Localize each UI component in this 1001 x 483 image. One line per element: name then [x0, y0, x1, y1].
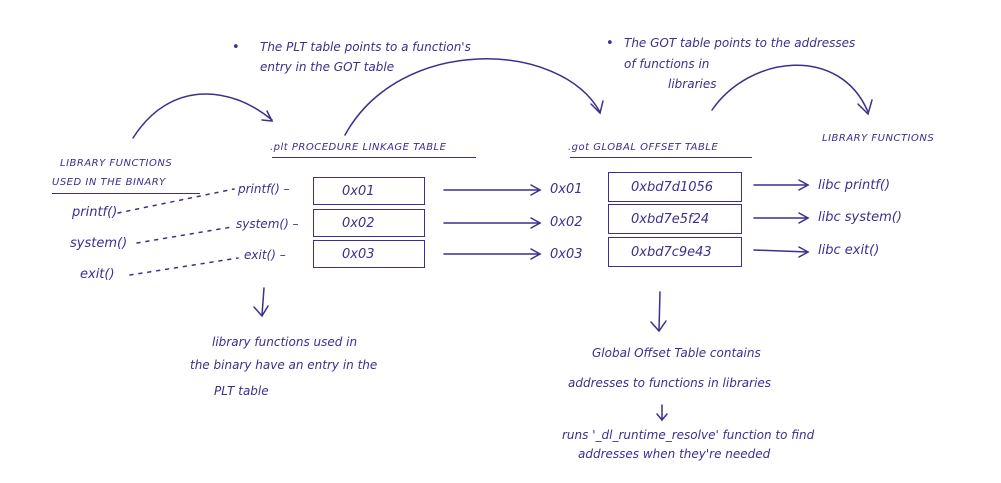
plt-entry-1-value: 0x01 [342, 183, 375, 199]
arrow-plt-to-got [344, 58, 601, 136]
plt-label-printf: printf() – [238, 182, 290, 196]
got-key-2: 0x02 [550, 215, 583, 230]
got-note-line1: Global Offset Table contains [592, 346, 761, 360]
arrow-got-down [658, 291, 661, 331]
arrow-plt-down [261, 287, 265, 316]
plt-note-line1: The PLT table points to a function's [260, 40, 471, 54]
plt-note-line2: entry in the GOT table [260, 60, 395, 74]
arrowhead-got-lib-1 [798, 179, 810, 191]
plt-entry-2-value: 0x02 [342, 215, 375, 231]
arrowhead-got-lib-3 [798, 246, 810, 258]
arrowhead-plt-got-1 [530, 184, 542, 196]
plt-note-line3: PLT table [214, 384, 269, 398]
plt-entry-1: 0x01 [313, 177, 425, 205]
arrowhead-plt-got-2 [530, 217, 542, 229]
arrowhead-plt-down [253, 305, 269, 318]
plt-entry-2: 0x02 [313, 209, 425, 237]
left-heading-line2: USED IN THE BINARY [52, 177, 166, 188]
arrow-got-to-libs [711, 64, 869, 113]
got-note-line2: addresses to functions in libraries [568, 376, 772, 390]
arrowhead-got-down [650, 320, 667, 333]
dotted-printf [117, 188, 235, 214]
got-key-3: 0x03 [550, 247, 583, 262]
arrowhead-got-lib-2 [798, 212, 810, 224]
arrowhead-got-note-down [656, 413, 668, 422]
got-entry-3-address: 0xbd7c9e43 [631, 244, 712, 260]
dotted-system [136, 226, 233, 244]
arrow-lib-to-plt [132, 93, 273, 139]
left-function-printf: printf() [72, 205, 118, 220]
plt-note-bullet: • [232, 40, 240, 55]
left-heading-underline [52, 193, 200, 194]
libs-item-printf: libc printf() [818, 178, 891, 193]
got-entry-1-address: 0xbd7d1056 [631, 179, 714, 195]
arrowhead-plt-to-got [590, 100, 604, 115]
plt-label-system: system() – [236, 217, 299, 231]
plt-title: .plt PROCEDURE LINKAGE TABLE [270, 142, 447, 153]
plt-title-underline [272, 157, 476, 158]
got-note-bullet: • [606, 36, 614, 51]
arrowhead-lib-to-plt [261, 110, 274, 122]
left-function-exit: exit() [80, 267, 115, 282]
arrowhead-plt-got-3 [530, 248, 542, 260]
got-note-line1: The GOT table points to the addresses [624, 36, 856, 50]
plt-entry-3-value: 0x03 [342, 246, 375, 262]
got-title: .got GLOBAL OFFSET TABLE [568, 142, 719, 153]
plt-entry-3: 0x03 [313, 240, 425, 268]
got-entry-2-address: 0xbd7e5f24 [631, 211, 710, 227]
got-note-line4: addresses when they're needed [578, 447, 771, 461]
left-heading-line1: LIBRARY FUNCTIONS [60, 158, 173, 169]
got-note-line3: libraries [668, 77, 717, 91]
plt-note-line1: library functions used in [212, 335, 358, 349]
plt-note-line2: the binary have an entry in the [190, 358, 378, 372]
got-note-line3: runs '_dl_runtime_resolve' function to f… [562, 428, 815, 442]
plt-label-exit: exit() – [244, 248, 286, 262]
arrowhead-got-to-libs [857, 99, 873, 116]
got-note-line2: of functions in [624, 57, 710, 71]
arrow-got-lib-3 [753, 249, 809, 253]
left-function-system: system() [70, 236, 128, 251]
got-key-1: 0x01 [550, 182, 583, 197]
got-entry-1: 0xbd7d1056 [608, 172, 742, 202]
got-title-underline [570, 157, 752, 158]
libs-heading: LIBRARY FUNCTIONS [822, 133, 935, 144]
libs-item-exit: libc exit() [818, 243, 880, 258]
got-entry-3: 0xbd7c9e43 [608, 237, 742, 267]
dotted-exit [129, 257, 239, 276]
libs-item-system: libc system() [818, 210, 902, 225]
got-entry-2: 0xbd7e5f24 [608, 204, 742, 234]
